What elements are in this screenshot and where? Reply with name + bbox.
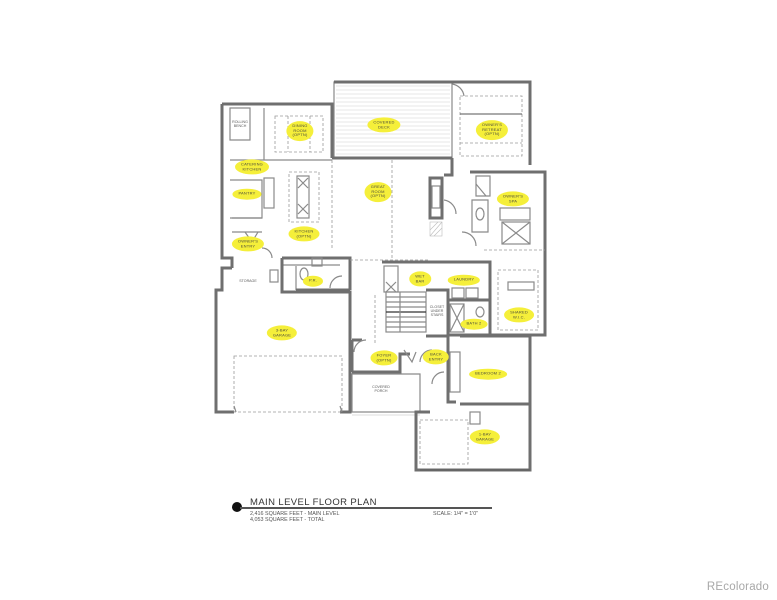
label-closet-under-stairs: CLOSET UNDER STAIRS	[429, 305, 445, 317]
owners-spa-area	[461, 170, 547, 337]
three-bay-garage-area	[214, 258, 352, 414]
room-label-powder: P.R.	[302, 275, 324, 287]
room-label-dining: DINING ROOM (OPTN)	[286, 121, 314, 141]
total-sqft: 4,053 SQUARE FEET - TOTAL	[250, 517, 325, 523]
recolorado-watermark: REcolorado	[706, 581, 769, 593]
owners-retreat-area	[452, 80, 532, 165]
plan-scale: SCALE: 1/4" = 1'0"	[433, 511, 479, 517]
room-label-pantry: PANTRY	[232, 188, 262, 200]
room-label-back-entry: BACK ENTRY	[422, 349, 450, 365]
kitchen-island	[288, 160, 333, 250]
label-rolling-bench: ROLLING BENCH	[232, 120, 248, 128]
label-covered-porch: COVERED PORCH	[372, 385, 390, 393]
room-label-three-bay-garage: 3-BAY GARAGE	[266, 325, 298, 341]
room-label-bath-2: BATH 2	[460, 318, 488, 330]
room-label-catering-kitchen: CATERING KITCHEN	[235, 159, 269, 175]
room-label-owners-entry: OWNER'S ENTRY	[231, 236, 265, 252]
covered-deck-area	[333, 80, 465, 159]
room-label-foyer: FOYER (OPTN)	[370, 350, 398, 366]
title-bullet-icon	[232, 502, 242, 512]
great-room-area	[332, 156, 457, 261]
room-label-kitchen: KITCHEN (OPTN)	[288, 226, 320, 242]
room-label-owners-retreat: OWNER'S RETREAT (OPTN)	[475, 120, 509, 140]
main-level-sqft: 2,416 SQUARE FEET - MAIN LEVEL	[250, 511, 340, 517]
stairs-wet-bar	[374, 260, 450, 345]
title-divider	[240, 507, 492, 509]
room-label-owners-spa: OWNER'S SPA	[496, 191, 530, 207]
room-label-one-bay-garage: 1-BAY GARAGE	[469, 429, 501, 445]
square-footage: 2,416 SQUARE FEET - MAIN LEVEL 4,053 SQU…	[250, 511, 339, 523]
room-label-wet-bar: WET BAR	[409, 271, 431, 287]
room-label-laundry: LAUNDRY	[447, 274, 481, 286]
plan-title: MAIN LEVEL FLOOR PLAN	[250, 497, 377, 508]
room-label-great-room: GREAT ROOM (OPTN)	[364, 182, 392, 202]
label-storage: STORAGE	[239, 279, 257, 283]
room-label-shared-wic: SHARED W.I.C.	[504, 307, 534, 323]
room-label-covered-deck: COVERED DECK	[367, 117, 401, 133]
room-label-bedroom-2: BEDROOM 2	[469, 368, 507, 380]
